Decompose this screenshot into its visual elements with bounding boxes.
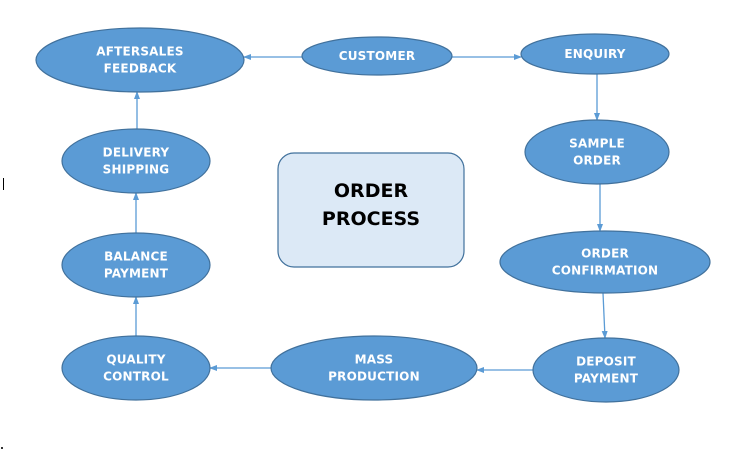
node-order-confirmation: ORDER CONFIRMATION <box>499 230 711 294</box>
node-deposit-payment: DEPOSIT PAYMENT <box>532 337 680 403</box>
node-label-sample-order-line-2: ORDER <box>573 154 621 168</box>
node-aftersales-feedback: AFTERSALES FEEDBACK <box>35 27 245 93</box>
node-label-order-confirmation-line-1: ORDER <box>581 247 629 261</box>
node-label-quality-control-line-1: QUALITY <box>106 353 165 367</box>
node-label-aftersales-feedback-line-1: AFTERSALES <box>96 45 184 59</box>
node-label-delivery-shipping-line-1: DELIVERY <box>103 146 170 160</box>
text-cursor <box>3 178 4 190</box>
node-mass-production: MASS PRODUCTION <box>270 335 478 401</box>
node-shape-customer <box>301 36 453 76</box>
node-sample-order: SAMPLE ORDER <box>524 119 670 185</box>
node-label-order-confirmation-line-2: CONFIRMATION <box>552 264 659 278</box>
node-label-quality-control-line-2: CONTROL <box>103 370 169 384</box>
node-label-balance-payment-line-1: BALANCE <box>104 250 168 264</box>
node-label-deposit-payment-line-2: PAYMENT <box>574 372 639 386</box>
node-shape-delivery-shipping <box>61 128 211 194</box>
title-line-1: ORDER <box>334 180 409 202</box>
node-delivery-shipping: DELIVERY SHIPPING <box>61 128 211 194</box>
node-shape-mass-production <box>270 335 478 401</box>
node-label-deposit-payment-line-1: DEPOSIT <box>576 355 636 369</box>
edges <box>133 54 608 373</box>
nodes: CUSTOMER ENQUIRY SAMPLE ORDER ORDER CONFIRMAT… <box>35 27 711 403</box>
node-label-customer-line-1: CUSTOMER <box>339 49 416 63</box>
node-customer: CUSTOMER <box>301 36 453 76</box>
node-label-delivery-shipping-line-2: SHIPPING <box>103 163 170 177</box>
node-shape-balance-payment <box>61 232 211 298</box>
arrow-order-confirmation-to-deposit-payment <box>601 292 608 339</box>
title-box-shape <box>277 152 465 268</box>
node-label-aftersales-feedback-line-2: FEEDBACK <box>104 62 177 76</box>
node-shape-deposit-payment <box>532 337 680 403</box>
corner-mark <box>1 447 3 449</box>
node-enquiry: ENQUIRY <box>520 33 670 75</box>
node-label-mass-production-line-2: PRODUCTION <box>328 370 420 384</box>
node-shape-quality-control <box>61 335 211 401</box>
node-label-mass-production-line-1: MASS <box>355 353 394 367</box>
node-shape-sample-order <box>524 119 670 185</box>
node-shape-enquiry <box>520 33 670 75</box>
node-label-balance-payment-line-2: PAYMENT <box>104 267 169 281</box>
title-line-2: PROCESS <box>322 208 420 230</box>
node-label-sample-order-line-1: SAMPLE <box>569 137 625 151</box>
node-balance-payment: BALANCE PAYMENT <box>61 232 211 298</box>
title-box: ORDER PROCESS <box>277 152 465 268</box>
node-quality-control: QUALITY CONTROL <box>61 335 211 401</box>
node-label-enquiry-line-1: ENQUIRY <box>564 47 625 61</box>
node-shape-aftersales-feedback <box>35 27 245 93</box>
node-shape-order-confirmation <box>499 230 711 294</box>
